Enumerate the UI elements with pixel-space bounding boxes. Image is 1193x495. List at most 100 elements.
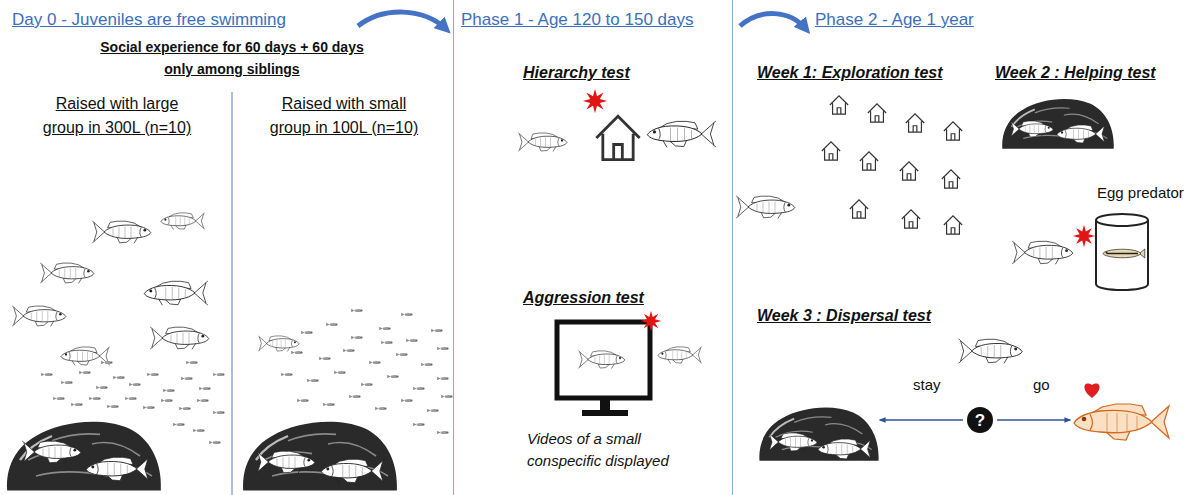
small-group	[243, 309, 453, 491]
shelter-house	[830, 96, 848, 114]
fry	[379, 327, 391, 331]
attack-burst	[641, 311, 662, 332]
fry	[319, 357, 331, 361]
breeder-fish	[1010, 121, 1053, 138]
fry	[89, 397, 101, 401]
parent-fish	[22, 441, 81, 464]
fry	[101, 361, 113, 365]
fry	[375, 407, 387, 411]
juvenile-fish	[144, 281, 208, 306]
fry	[179, 407, 191, 411]
phase-heading: Phase 1 - Age 120 to 150 days	[461, 10, 694, 30]
phase-arrow	[740, 14, 806, 29]
shelter-house	[942, 170, 960, 188]
aggression-scene	[557, 311, 702, 416]
fry	[161, 399, 173, 403]
fry	[343, 349, 355, 353]
fry	[326, 323, 338, 327]
fry	[301, 331, 313, 335]
phase-arrow	[358, 12, 446, 29]
choice-label: go	[1033, 376, 1050, 393]
shelter-house	[900, 162, 918, 180]
test-title: Week 1: Exploration test	[757, 64, 943, 82]
shelter-house	[906, 114, 924, 132]
video-fish	[578, 350, 625, 368]
fry	[181, 377, 193, 381]
breeder-fish	[1057, 125, 1106, 144]
test-title: Hierarchy test	[523, 64, 630, 82]
fry	[437, 347, 449, 351]
fry	[427, 409, 439, 413]
fry	[401, 313, 413, 317]
fry	[53, 397, 65, 401]
fry	[173, 423, 185, 427]
fry	[113, 376, 125, 380]
dispersal-scene	[759, 339, 1169, 461]
video-monitor	[557, 322, 650, 398]
test-title: Aggression test	[523, 289, 644, 307]
monitor-base	[582, 410, 628, 416]
shelter-house	[850, 200, 868, 218]
fry	[41, 373, 53, 377]
exploration-scene	[736, 96, 962, 234]
fry	[186, 361, 198, 365]
opponent-fish	[647, 121, 716, 148]
focal-fish	[736, 196, 795, 219]
stimulus-note: Videos of a small conspecific displayed	[527, 428, 697, 472]
group-label: Raised with small group in 100L (n=10)	[262, 92, 426, 140]
breeding-rock	[7, 422, 161, 491]
test-title: Week 2 : Helping test	[995, 64, 1156, 82]
group-label: Raised with large group in 300L (n=10)	[35, 92, 199, 140]
stay-arrow	[880, 419, 963, 421]
fry	[213, 373, 225, 377]
fry	[213, 411, 225, 415]
focal-fish	[658, 346, 702, 363]
fry	[431, 329, 443, 333]
shelter-house	[596, 116, 639, 159]
shelter-house	[944, 122, 962, 140]
fry	[334, 371, 346, 375]
fry	[297, 399, 309, 403]
fry	[193, 429, 205, 433]
hierarchy-scene	[518, 89, 716, 160]
fry	[125, 397, 137, 401]
large-group	[7, 212, 225, 490]
fry	[281, 373, 293, 377]
fry	[71, 403, 83, 407]
focal-fish	[959, 339, 1023, 364]
juvenile-fish	[12, 306, 66, 327]
fry	[441, 395, 453, 399]
phase-heading: Phase 2 - Age 1 year	[815, 10, 974, 30]
parent-fish	[321, 459, 385, 484]
go-arrow	[997, 419, 1070, 421]
fry	[61, 381, 73, 385]
breeding-rock	[243, 422, 397, 491]
breeder-fish	[818, 439, 872, 460]
conflict-burst	[583, 89, 607, 113]
parent-fish	[86, 457, 150, 482]
focal-fish	[1012, 241, 1073, 265]
shelter-house	[868, 104, 886, 122]
fry	[199, 387, 211, 391]
fry	[209, 441, 221, 445]
fry	[307, 379, 319, 383]
fry	[437, 431, 449, 435]
juvenile-fish	[40, 263, 94, 284]
shelter-house	[902, 210, 920, 228]
fry	[291, 351, 303, 355]
breeding-rock	[1002, 99, 1114, 149]
fry	[163, 389, 175, 393]
fry	[396, 353, 408, 357]
shelter-house	[822, 142, 840, 160]
predator-label: Egg predator	[1097, 184, 1184, 201]
fry	[369, 361, 381, 365]
fry	[147, 373, 159, 377]
heart-symbol	[1084, 384, 1099, 398]
fry	[79, 371, 91, 375]
fry	[381, 341, 393, 345]
defence-burst	[1073, 225, 1095, 247]
parent-fish	[256, 451, 315, 474]
choice-label: stay	[913, 376, 941, 393]
juvenile-fish	[150, 327, 209, 350]
